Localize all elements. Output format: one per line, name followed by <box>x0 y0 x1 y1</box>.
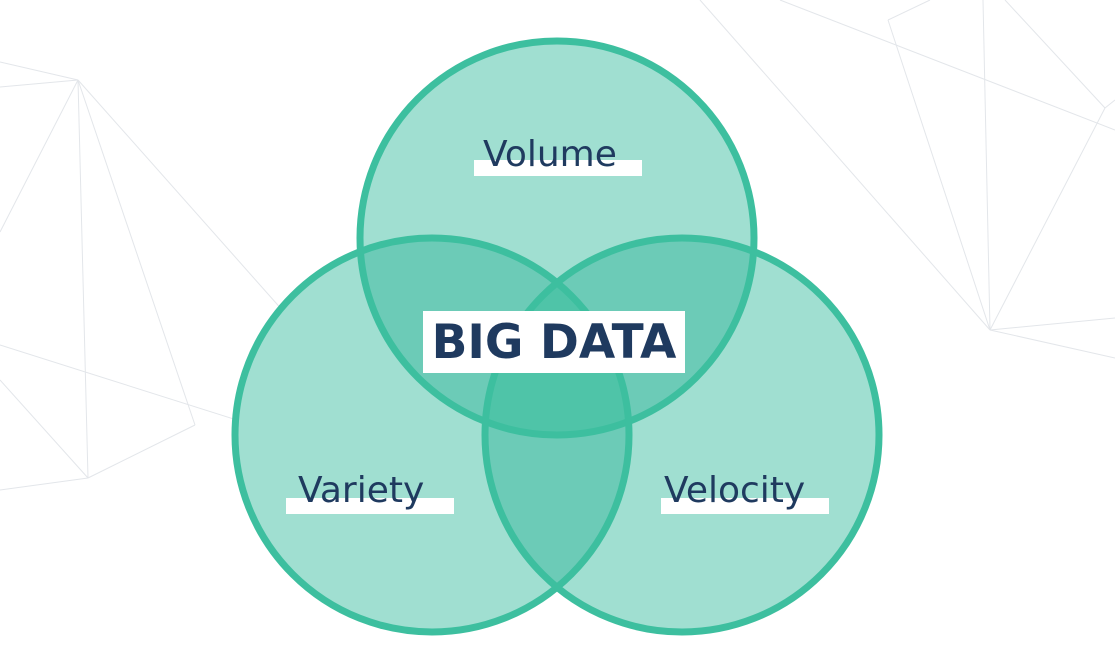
velocity-text: Velocity <box>664 470 806 511</box>
variety-text: Variety <box>298 470 425 511</box>
label-highlight-bar <box>474 160 642 176</box>
label-variety: Variety <box>286 470 454 514</box>
center-label-big-data: BIG DATA <box>423 311 685 373</box>
volume-text: Volume <box>483 134 617 175</box>
label-highlight-bar <box>286 498 454 514</box>
label-volume: Volume <box>474 134 642 176</box>
label-velocity: Velocity <box>661 470 829 514</box>
label-highlight-bar <box>661 498 829 514</box>
